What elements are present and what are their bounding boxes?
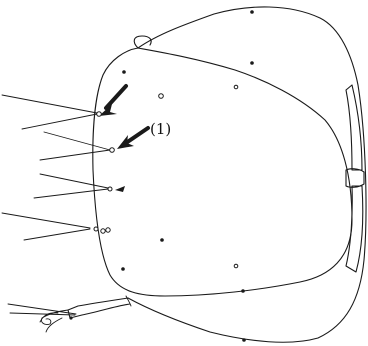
upper-notch (134, 36, 151, 48)
leader-line-8 (24, 229, 90, 240)
pore-7 (159, 94, 164, 99)
pore-4 (94, 227, 98, 231)
seta-dot-6 (241, 289, 245, 293)
leader-line-6 (34, 189, 108, 198)
arrow-lower (117, 128, 148, 149)
pore-8 (234, 85, 238, 89)
pore-9 (234, 264, 238, 268)
pore-1 (97, 112, 102, 117)
seta-dot-3 (122, 70, 126, 74)
leader-line-7 (2, 213, 90, 228)
outer-shield-outline (128, 7, 366, 342)
leader-line-3 (44, 132, 110, 150)
leader-line-10 (10, 313, 75, 315)
pore-3 (108, 187, 112, 191)
lower-appendage (68, 298, 130, 318)
pore-2 (110, 148, 115, 153)
seta-dot-8 (69, 316, 72, 319)
leader-line-9 (8, 304, 76, 314)
marker-label: (1) (150, 120, 171, 138)
leader-line-4 (40, 150, 110, 160)
pore-6 (106, 228, 110, 232)
right-rim-lower (346, 186, 363, 272)
appendage-bristle-2 (46, 318, 62, 332)
leader-line-5 (40, 174, 108, 188)
leader-line-2 (22, 114, 97, 129)
seta-dot-5 (121, 267, 125, 271)
seta-dot-7 (242, 338, 246, 342)
inner-shield-outline (93, 48, 352, 296)
pore-5 (101, 229, 105, 233)
seta-dot-4 (160, 238, 164, 242)
seta-dot-2 (250, 61, 254, 65)
arrow-small (115, 186, 125, 192)
seta-dot-1 (250, 10, 254, 14)
leader-line-1 (2, 95, 97, 113)
arrow-upper (99, 86, 126, 116)
